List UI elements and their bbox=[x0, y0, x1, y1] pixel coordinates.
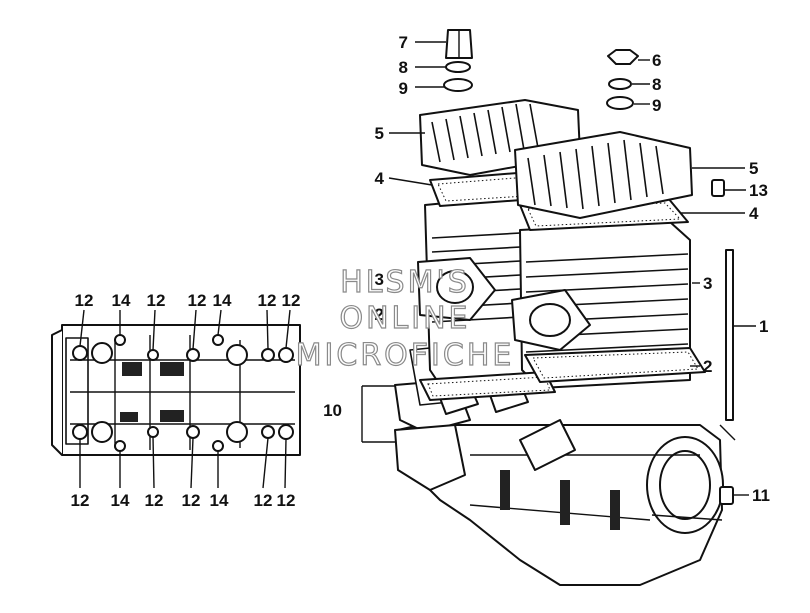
crankcase-bottom-view: 12 14 12 12 14 12 12 12 14 12 12 14 12 1… bbox=[51, 291, 301, 510]
callout-11: 11 bbox=[752, 486, 770, 505]
callout-12-bottom-c: 12 bbox=[182, 491, 201, 510]
leader-lines bbox=[361, 41, 756, 521]
callout-7: 7 bbox=[399, 33, 408, 52]
callout-12-bottom-d: 12 bbox=[254, 491, 273, 510]
callout-2-right: 2 bbox=[703, 357, 712, 376]
dowel-11 bbox=[719, 486, 734, 505]
callout-14-bottom-a: 14 bbox=[111, 491, 130, 510]
engine-assembly bbox=[394, 29, 736, 586]
callout-3-right: 3 bbox=[703, 274, 712, 293]
callout-5-right: 5 bbox=[749, 159, 758, 178]
callout-12-bottom-b: 12 bbox=[145, 491, 164, 510]
callout-8-left: 8 bbox=[399, 58, 408, 77]
callout-12-top-d: 12 bbox=[258, 291, 277, 310]
callout-2-left: 2 bbox=[375, 305, 384, 324]
callout-12-top-e: 12 bbox=[282, 291, 301, 310]
callout-12-top-c: 12 bbox=[188, 291, 207, 310]
watermark-line-1: HLSM'S bbox=[340, 265, 470, 300]
washer-8-left bbox=[445, 61, 471, 73]
callout-14-top-b: 14 bbox=[213, 291, 232, 310]
callout-9-right: 9 bbox=[652, 96, 661, 115]
callout-13: 13 bbox=[749, 181, 768, 200]
dowel-13 bbox=[711, 179, 725, 197]
callout-10: 10 bbox=[323, 401, 342, 420]
cylinder-right bbox=[511, 221, 691, 389]
callout-4-left: 4 bbox=[375, 169, 385, 188]
callout-3-left: 3 bbox=[375, 270, 384, 289]
callout-14-top-a: 14 bbox=[112, 291, 131, 310]
callout-5-left: 5 bbox=[375, 124, 384, 143]
callout-12-top-b: 12 bbox=[147, 291, 166, 310]
stud-1 bbox=[725, 249, 734, 421]
callout-12-bottom-e: 12 bbox=[277, 491, 296, 510]
nut-6 bbox=[607, 49, 639, 65]
washer-9-right bbox=[606, 96, 634, 110]
callout-12-top-a: 12 bbox=[75, 291, 94, 310]
cylinder-head-right bbox=[514, 131, 693, 219]
watermark-line-2: ONLINE bbox=[339, 301, 470, 336]
callout-8-right: 8 bbox=[652, 75, 661, 94]
callout-9-left: 9 bbox=[399, 79, 408, 98]
callout-4-right: 4 bbox=[749, 204, 759, 223]
washer-9-left bbox=[443, 78, 473, 92]
callout-1: 1 bbox=[759, 317, 768, 336]
watermark: HLSM'S ONLINE MICROFICHE bbox=[295, 264, 515, 373]
callout-6: 6 bbox=[652, 51, 661, 70]
watermark-line-3: MICROFICHE bbox=[296, 338, 515, 373]
callout-12-bottom-a: 12 bbox=[71, 491, 90, 510]
washer-8-right bbox=[608, 78, 632, 90]
callout-14-bottom-b: 14 bbox=[210, 491, 229, 510]
